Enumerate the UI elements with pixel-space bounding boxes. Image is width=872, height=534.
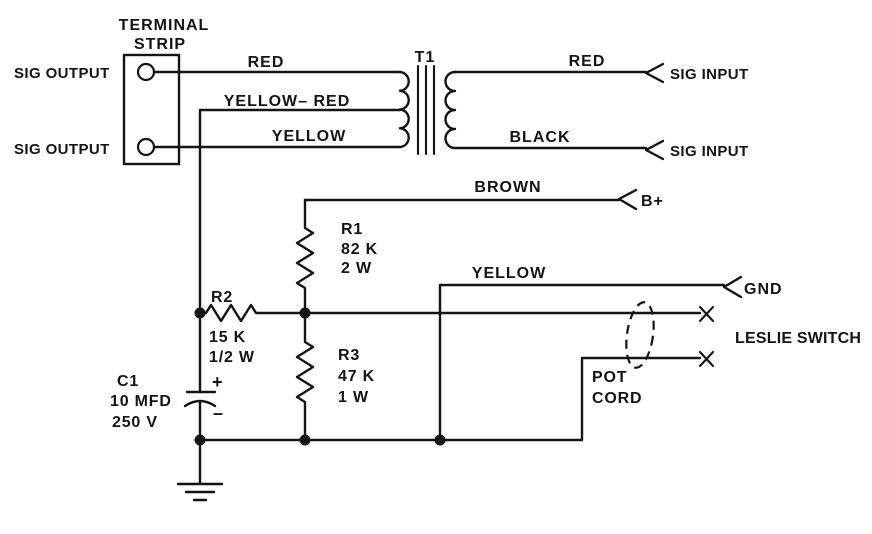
ground-bars: [176, 482, 224, 502]
wire-yellow-gnd-label: YELLOW: [472, 265, 546, 282]
junction-dot: [299, 307, 311, 319]
terminal-strip: TERMINAL STRIP SIG OUTPUT SIG OUTPUT: [14, 17, 210, 166]
junction-dot: [299, 434, 311, 446]
transformer-core: [416, 64, 436, 156]
r1-value: 82 K: [341, 241, 378, 258]
terminal-lug-top: [136, 62, 156, 82]
resistor-r3: R3 47 K 1 W: [295, 311, 375, 442]
wire-yellow-red-center-tap: [198, 108, 402, 315]
terminal-strip-title-line1: TERMINAL: [119, 17, 210, 34]
r1-designator: R1: [341, 221, 363, 238]
capacitor-c1: + – C1 10 MFD 250 V: [110, 311, 224, 442]
pot-cord-label-line2: CORD: [592, 390, 642, 407]
c1-plus-sign: +: [212, 372, 224, 392]
c1-value: 10 MFD: [110, 393, 172, 410]
sig-input-label-top: SIG INPUT: [670, 66, 749, 83]
transformer-primary-coil: [398, 70, 410, 149]
sig-input-label-bottom: SIG INPUT: [670, 143, 749, 160]
gnd-label: GND: [744, 281, 783, 298]
wire-brown-label: BROWN: [474, 179, 541, 196]
resistor-r2-symbol: [198, 303, 307, 323]
wire-yellow-gnd: [438, 283, 726, 442]
b-plus-label: B+: [641, 193, 664, 210]
terminal-lug-bottom: [136, 137, 156, 157]
pot-cord-branch: POT CORD LESLIE SWITCH: [198, 301, 861, 442]
r3-designator: R3: [338, 347, 360, 364]
r3-value: 47 K: [338, 368, 375, 385]
terminal-strip-box: [122, 53, 181, 166]
resistor-r3-symbol: [295, 311, 315, 442]
c1-rating: 250 V: [112, 414, 158, 431]
b-plus-branch: BROWN B+: [303, 179, 664, 211]
wire-red-secondary-label: RED: [569, 53, 606, 70]
x-mark-top: [698, 305, 715, 323]
pot-cord-cable-ellipse: [625, 301, 655, 369]
r2-rating: 1/2 W: [209, 349, 255, 366]
leslie-switch-label: LESLIE SWITCH: [735, 330, 861, 347]
wire-black-label: BLACK: [510, 129, 571, 146]
ground-symbol: [176, 438, 224, 502]
resistor-r1: R1 82 K 2 W: [295, 198, 378, 315]
x-mark-bottom: [698, 350, 715, 368]
resistor-r1-symbol: [295, 198, 315, 315]
sig-output-label-bottom: SIG OUTPUT: [14, 141, 110, 158]
gnd-arrow: [722, 275, 743, 299]
transformer-t1: T1: [398, 49, 457, 156]
wire-yellow-red-label: YELLOW– RED: [224, 93, 351, 110]
c1-designator: C1: [117, 373, 139, 390]
c1-minus-sign: –: [213, 403, 224, 423]
r2-designator: R2: [211, 289, 233, 306]
r3-rating: 1 W: [338, 389, 369, 406]
junction-dot: [194, 307, 206, 319]
wire-red-primary-label: RED: [248, 54, 285, 71]
sig-input-arrow-top: [644, 62, 665, 84]
resistor-r2-rail: R2 15 K 1/2 W: [198, 289, 702, 366]
sig-output-label-top: SIG OUTPUT: [14, 65, 110, 82]
terminal-strip-title-line2: STRIP: [134, 36, 186, 53]
secondary-wires: RED SIG INPUT BLACK SIG INPUT: [453, 53, 749, 161]
wire-bottom-rail: [198, 356, 702, 442]
r2-value: 15 K: [209, 329, 246, 346]
junction-dot: [434, 434, 446, 446]
b-plus-arrow: [617, 188, 638, 211]
r1-rating: 2 W: [341, 260, 372, 277]
sig-input-arrow-bottom: [644, 139, 665, 161]
junction-dot: [194, 434, 206, 446]
primary-wires: RED YELLOW– RED YELLOW: [152, 54, 402, 315]
pot-cord-label-line1: POT: [592, 369, 627, 386]
wire-yellow-primary-label: YELLOW: [272, 128, 346, 145]
junction-dots: [194, 307, 446, 446]
transformer-designator: T1: [415, 49, 436, 66]
transformer-secondary-coil: [444, 70, 457, 150]
gnd-branch: YELLOW GND: [438, 265, 783, 442]
